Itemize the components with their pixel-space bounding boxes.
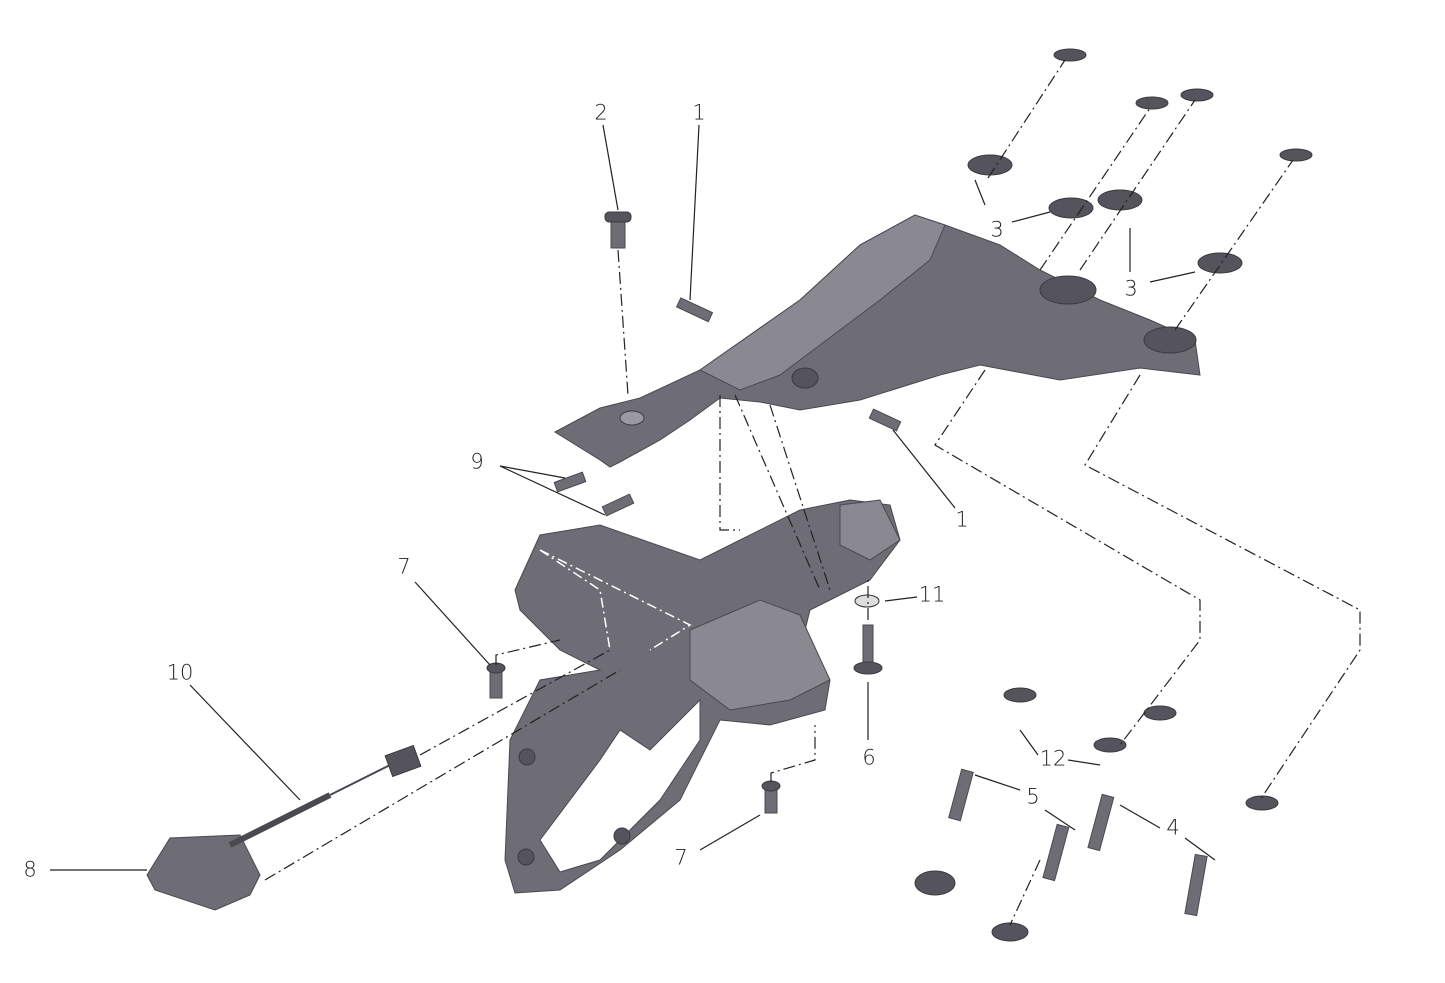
callout-8: 8: [23, 857, 37, 882]
callout-1: 1: [692, 100, 706, 125]
callout-4: 4: [1166, 815, 1180, 840]
callout-10: 10: [166, 660, 194, 685]
callout-1: 1: [955, 507, 969, 532]
fasteners: [486, 48, 1313, 942]
leader-lines: [50, 124, 1216, 871]
rear-hugger-bracket: [554, 214, 1201, 468]
callout-6: 6: [862, 745, 876, 770]
number-plate-holder: [504, 499, 901, 894]
callout-3: 3: [1124, 276, 1138, 301]
callout-5: 5: [1026, 784, 1040, 809]
license-plate-light: [146, 744, 422, 911]
assembly-lines: [264, 59, 1361, 926]
callout-7: 7: [397, 554, 411, 579]
callout-2: 2: [594, 100, 608, 125]
callout-9: 9: [470, 449, 484, 474]
callout-7: 7: [674, 845, 688, 870]
callout-3: 3: [990, 217, 1004, 242]
callout-11: 11: [918, 582, 946, 607]
callout-12: 12: [1039, 746, 1067, 771]
